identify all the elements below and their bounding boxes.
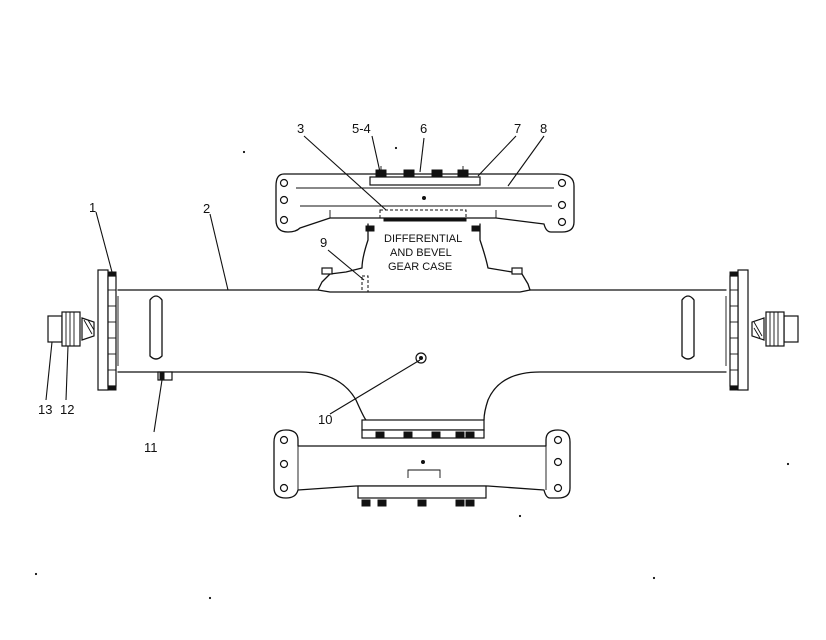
bottom-mounting-bracket	[273, 429, 571, 507]
callout-12: 12	[60, 402, 74, 417]
callout-1: 1	[89, 200, 96, 215]
callout-8: 8	[540, 121, 547, 136]
callout-labels: 1 2 3 5-4 6 7 8 9 10 11 12 13	[38, 121, 547, 455]
gear-case-note: DIFFERENTIAL AND BEVEL GEAR CASE	[384, 233, 462, 273]
callout-2: 2	[203, 201, 210, 216]
gear-case-neck	[317, 223, 531, 293]
left-flange	[97, 269, 117, 391]
callout-10: 10	[318, 412, 332, 427]
right-hub	[751, 311, 799, 347]
right-flange	[729, 269, 749, 391]
callout-7: 7	[514, 121, 521, 136]
callout-3: 3	[297, 121, 304, 136]
callout-9: 9	[320, 235, 327, 250]
note-line-1: DIFFERENTIAL	[384, 233, 462, 245]
axle-housing	[117, 289, 727, 421]
callout-11: 11	[144, 440, 158, 455]
leader-lines	[45, 135, 545, 433]
lower-gear-case-flange	[361, 419, 485, 439]
left-hub	[47, 311, 95, 347]
callout-6: 6	[420, 121, 427, 136]
top-mounting-bracket	[275, 166, 575, 233]
scan-specks	[34, 146, 790, 600]
note-line-2: AND BEVEL	[390, 247, 452, 259]
callout-13: 13	[38, 402, 52, 417]
callout-5-4: 5-4	[352, 121, 371, 136]
note-line-3: GEAR CASE	[388, 261, 452, 273]
